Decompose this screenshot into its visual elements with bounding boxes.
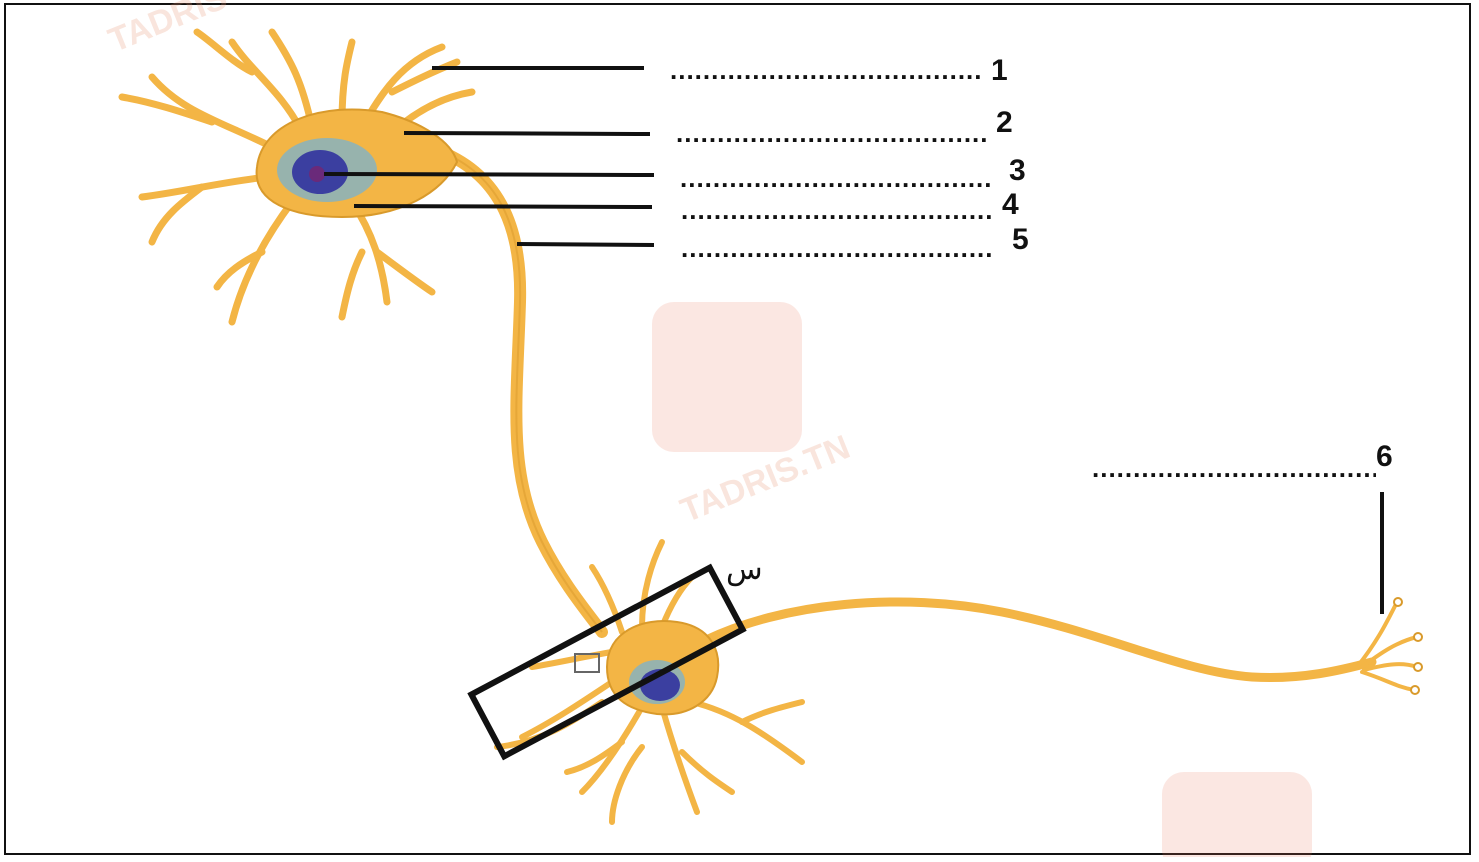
- upper-neuron: [257, 109, 602, 632]
- label-blank-3[interactable]: ........................................: [680, 165, 990, 191]
- pointer-line-3: [324, 174, 654, 175]
- label-number-2: 2: [996, 108, 1013, 138]
- label-blank-6[interactable]: ........................................: [1092, 455, 1376, 481]
- diagram-frame: TADRIS.TN TADRIS .......................…: [4, 3, 1471, 855]
- label-blank-1[interactable]: ........................................: [670, 57, 980, 83]
- pointer-line-5: [517, 244, 654, 245]
- label-blank-4[interactable]: ........................................: [681, 197, 991, 223]
- pointer-line-2: [404, 133, 650, 134]
- label-number-4: 4: [1002, 190, 1019, 220]
- lower-neuron: [575, 598, 1422, 714]
- pointer-lines: [324, 68, 1382, 614]
- axon-terminals: [1357, 602, 1417, 690]
- label-number-1: 1: [991, 56, 1008, 86]
- synapse-box-label: س: [726, 555, 763, 585]
- label-number-6: 6: [1376, 442, 1393, 472]
- pointer-line-4: [354, 206, 652, 207]
- label-number-3: 3: [1009, 156, 1026, 186]
- label-number-5: 5: [1012, 225, 1029, 255]
- label-blank-2[interactable]: ........................................: [676, 120, 986, 146]
- label-blank-5[interactable]: ........................................: [681, 235, 991, 261]
